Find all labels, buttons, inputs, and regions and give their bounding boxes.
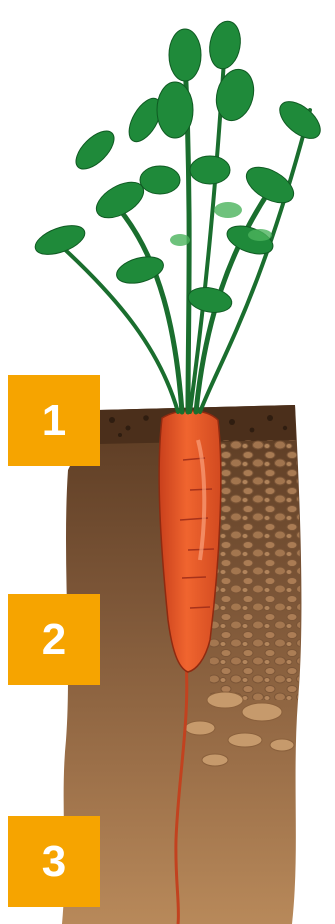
layer-3-badge: 3 <box>8 816 100 907</box>
layer-2-number: 2 <box>42 615 66 665</box>
layer-3-number: 3 <box>42 837 66 887</box>
layer-1-badge: 1 <box>8 375 100 466</box>
leaf-fronds <box>31 19 326 316</box>
layer-2-badge: 2 <box>8 594 100 685</box>
layer-1-number: 1 <box>42 396 66 446</box>
subsoil-pebbles <box>210 440 300 700</box>
